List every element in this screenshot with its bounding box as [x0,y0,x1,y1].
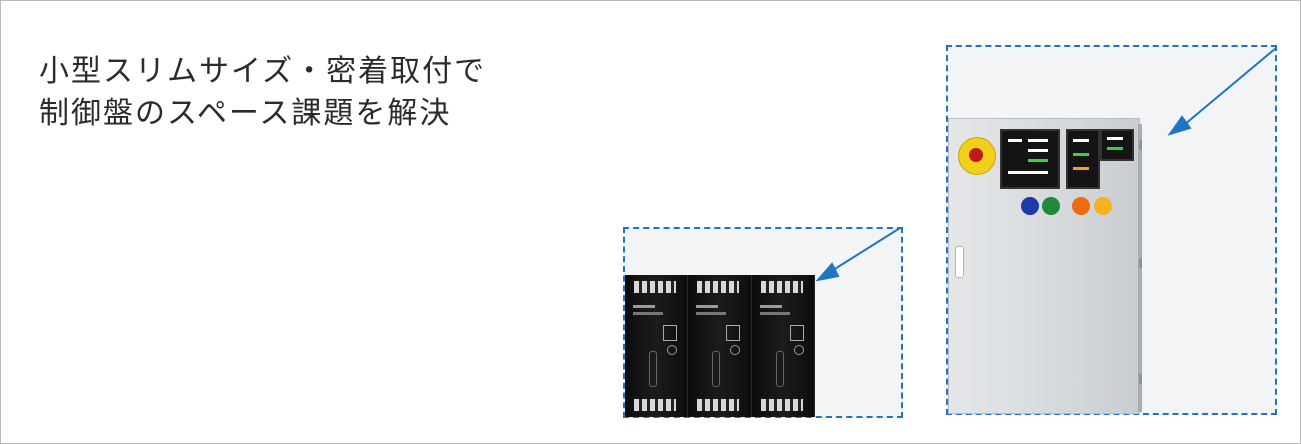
cabinet-door-edge [1138,124,1142,412]
indicator-lamp-blue [1021,197,1039,215]
temperature-controller-display [1000,129,1060,189]
cabinet-handle [955,246,964,278]
indicator-lamp-green [1042,197,1060,215]
cabinet-hinge [1139,258,1142,268]
power-supply-module [625,275,689,417]
power-supply-module [751,275,815,417]
indicator-lamp-orange [1072,197,1090,215]
digital-meter-display [1100,129,1134,161]
emergency-stop-icon [958,137,996,175]
cabinet-hinge [1139,374,1142,384]
headline-line-2: 制御盤のスペース課題を解決 [39,96,452,131]
headline-line-1: 小型スリムサイズ・密着取付で [39,54,487,89]
power-supply-image [625,275,815,417]
cabinet-hinge [1139,140,1142,150]
digital-meter-display [1066,129,1100,189]
power-supply-module [688,275,752,417]
indicator-lamp-yellow [1094,197,1112,215]
headline: 小型スリムサイズ・密着取付で 制御盤のスペース課題を解決 [39,51,486,135]
